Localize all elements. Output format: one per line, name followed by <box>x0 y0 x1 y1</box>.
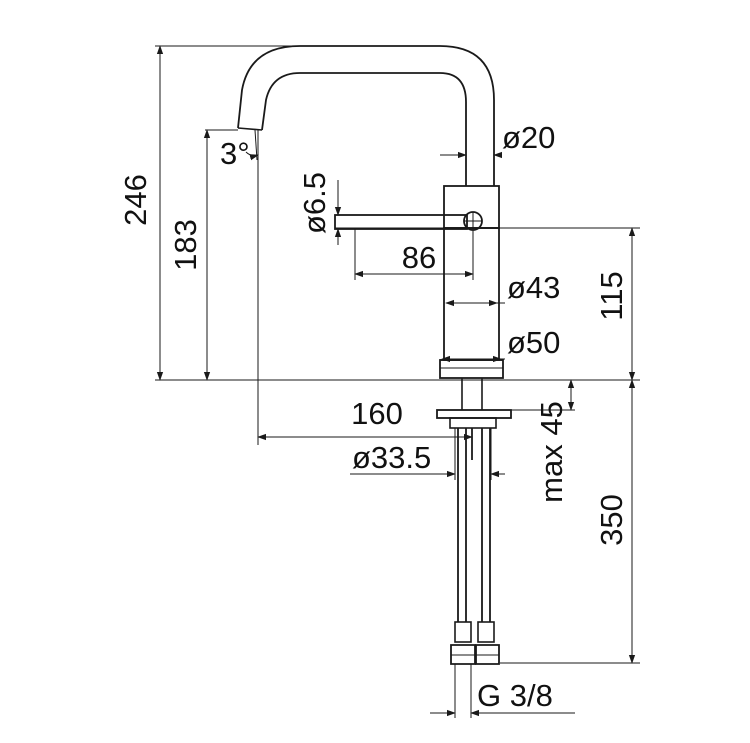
hose-left <box>457 428 467 622</box>
label-115: 115 <box>594 271 629 320</box>
faucet-body <box>443 227 500 361</box>
label-d20: ø20 <box>502 120 555 155</box>
label-d43: ø43 <box>507 270 560 305</box>
fitting-left-top <box>454 621 472 643</box>
mounting-stud <box>461 378 483 410</box>
label-d33-5: ø33.5 <box>352 440 431 475</box>
label-3-degree: 3° <box>220 136 250 171</box>
dimension-lines <box>155 45 640 718</box>
lever-handle <box>334 214 468 230</box>
label-160: 160 <box>351 396 403 431</box>
upper-collar <box>443 185 500 229</box>
mounting-washer <box>436 409 512 419</box>
fitting-right-nut <box>475 644 500 665</box>
dimension-labels: 246 183 3° ø20 ø6.5 86 ø43 115 ø50 160 ø… <box>118 120 629 713</box>
mounting-nut <box>449 417 497 429</box>
fitting-right-top <box>477 621 495 643</box>
faucet-base <box>439 359 504 379</box>
label-d50: ø50 <box>507 325 560 360</box>
spout-inner <box>261 72 467 186</box>
spout-tip <box>237 127 263 131</box>
label-d6-5: ø6.5 <box>297 172 332 234</box>
label-350: 350 <box>594 494 629 546</box>
faucet-outline <box>237 45 512 665</box>
hose-right <box>481 428 491 622</box>
label-g3-8: G 3/8 <box>477 678 553 713</box>
fitting-left-nut <box>450 644 476 665</box>
label-max45: max 45 <box>534 401 569 503</box>
label-246: 246 <box>118 174 153 226</box>
label-183: 183 <box>168 219 203 271</box>
spout-outer <box>237 45 495 186</box>
label-86: 86 <box>402 240 436 275</box>
